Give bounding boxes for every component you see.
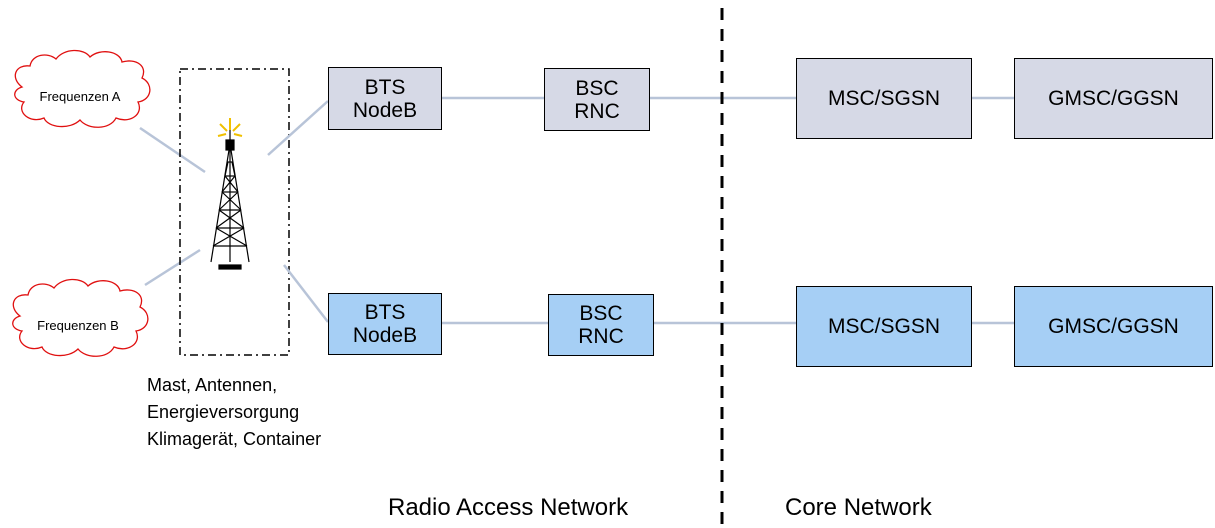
bts-label: BTS xyxy=(364,75,406,99)
link-cloud-a-tower xyxy=(139,126,206,174)
gmsc-ggsn-label: GMSC/GGSN xyxy=(1048,87,1179,110)
bts-nodeb-box-top: BTS NodeB xyxy=(328,67,442,130)
gmsc-ggsn-box-top: GMSC/GGSN xyxy=(1014,58,1213,139)
rnc-label: RNC xyxy=(574,99,620,123)
site-enclosure xyxy=(179,68,290,356)
site-line-mast: Mast, Antennen, xyxy=(147,375,278,395)
bts-nodeb-box-bottom: BTS NodeB xyxy=(328,293,442,355)
link-tower-bts-bottom xyxy=(283,264,329,323)
region-label-core: Core Network xyxy=(785,494,932,521)
link-tower-bts-top xyxy=(267,100,329,156)
msc-sgsn-label: MSC/SGSN xyxy=(827,315,940,338)
gmsc-ggsn-label: GMSC/GGSN xyxy=(1048,315,1179,338)
cloud-label-frequency-a: Frequenzen A xyxy=(39,89,121,104)
gmsc-ggsn-box-bottom: GMSC/GGSN xyxy=(1014,286,1213,367)
bsc-label: BSC xyxy=(579,302,623,325)
signal-spark-icon xyxy=(217,118,243,137)
radio-tower-icon xyxy=(210,128,250,270)
link-cloud-b-tower xyxy=(144,248,201,287)
site-line-container: Klimagerät, Container xyxy=(147,429,322,449)
rnc-label: RNC xyxy=(578,325,624,348)
msc-sgsn-label: MSC/SGSN xyxy=(827,87,940,110)
cloud-frequency-a xyxy=(14,49,151,128)
cloud-label-frequency-b: Frequenzen B xyxy=(37,318,119,333)
site-description: Mast, Antennen, Energieversorgung Klimag… xyxy=(147,372,321,453)
cloud-frequency-b xyxy=(12,278,149,357)
bsc-rnc-box-top: BSC RNC xyxy=(544,68,650,131)
bsc-rnc-box-bottom: BSC RNC xyxy=(548,294,654,356)
nodeb-label: NodeB xyxy=(352,324,418,347)
msc-sgsn-box-bottom: MSC/SGSN xyxy=(796,286,972,367)
bsc-label: BSC xyxy=(575,76,619,100)
nodeb-label: NodeB xyxy=(352,98,418,122)
site-line-energy: Energieversorgung xyxy=(147,402,300,422)
msc-sgsn-box-top: MSC/SGSN xyxy=(796,58,972,139)
region-label-radio-access: Radio Access Network xyxy=(388,494,629,521)
bts-label: BTS xyxy=(364,301,406,324)
